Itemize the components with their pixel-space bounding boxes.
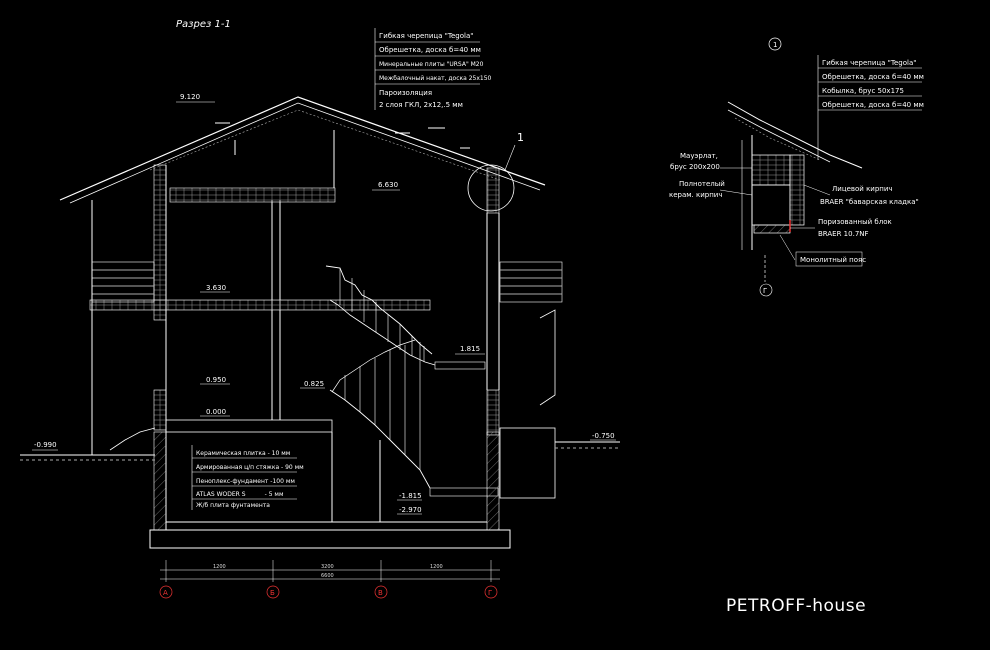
- floor-legend: Керамическая плитка - 10 мм Армированная…: [191, 445, 304, 510]
- floor-legend-0: Керамическая плитка - 10 мм: [196, 450, 290, 457]
- dim-2: 3200: [321, 564, 334, 570]
- floor-legend-3: ATLAS WODER S - 5 мм: [196, 491, 283, 498]
- dimension-chain: 1200 3200 1200 6600 А Б В Г: [159, 560, 500, 599]
- axis-v: В: [378, 589, 383, 597]
- roof-legend-5: 2 слоя ГКЛ, 2х12,.5 мм: [379, 101, 463, 109]
- detail-legend-2: Кобылка, брус 50х175: [822, 87, 904, 95]
- dim-total: 6600: [321, 573, 334, 579]
- belt-label: Монолитный пояс: [800, 256, 866, 264]
- ceramic-label-1: керам. кирпич: [669, 191, 722, 199]
- level-m2970: -2.970: [399, 506, 422, 514]
- floor-legend-2: Пеноплекс-фундамент -100 мм: [196, 478, 295, 485]
- level-m0750: -0.750: [592, 432, 615, 440]
- detail-legend-1: Обрешетка, доска б=40 мм: [822, 73, 924, 81]
- roof-legend-2: Минеральные плиты "URSA" М20: [379, 61, 484, 68]
- porous-label-0: Поризованный блок: [818, 218, 892, 226]
- section-title: Разрез 1-1: [176, 19, 231, 30]
- walls: [153, 130, 500, 530]
- roof-legend-3: Межбалочный накат, доска 25х150: [379, 75, 492, 82]
- floor-legend-4: Ж/б плита фунтамента: [196, 502, 270, 509]
- level-m1815: -1.815: [399, 492, 422, 500]
- level-0825: 0.825: [304, 380, 324, 388]
- level-1815: 1.815: [460, 345, 480, 353]
- level-6630: 6.630: [378, 181, 398, 189]
- detail-legend-0: Гибкая черепица "Tegola": [822, 59, 916, 67]
- roof-legend-4: Пароизоляция: [379, 89, 432, 97]
- roof: [59, 96, 546, 204]
- facing-label-1: BRAER "баварская кладка": [820, 198, 919, 206]
- foundation: [149, 427, 556, 549]
- porous-label-1: BRAER 10.7NF: [818, 230, 869, 238]
- level-9120: 9.120: [180, 93, 200, 101]
- level-0000: 0.000: [206, 408, 226, 416]
- facing-label-0: Лицевой кирпич: [832, 185, 893, 193]
- roof-legend: Гибкая черепица "Tegola" Обрешетка, доск…: [374, 28, 492, 110]
- roof-legend-0: Гибкая черепица "Tegola": [379, 32, 473, 40]
- mauerlat-label-0: Мауэрлат,: [680, 152, 718, 160]
- brand-text: PETROFF-house: [726, 596, 866, 616]
- floors: [89, 187, 499, 497]
- ground-lines: [20, 441, 620, 461]
- detail-marker: 1: [773, 41, 777, 49]
- node-number: 1: [517, 131, 524, 144]
- floor-legend-1: Армированная ц/п стяжка - 90 мм: [196, 464, 304, 471]
- roof-legend-1: Обрешетка, доска б=40 мм: [379, 46, 481, 54]
- railings: [91, 200, 563, 455]
- section-drawing: 9.120 6.630 3.630 1.815 0.950 0.825 0.00…: [20, 28, 620, 599]
- stairs: [109, 265, 436, 489]
- level-0950: 0.950: [206, 376, 226, 384]
- detail-axis: Г: [763, 287, 767, 295]
- axis-b: Б: [270, 589, 275, 597]
- dim-3: 1200: [430, 564, 443, 570]
- detail-callout: 1: [467, 131, 524, 212]
- detail-legend-3: Обрешетка, доска б=40 мм: [822, 101, 924, 109]
- axis-g: Г: [488, 589, 492, 597]
- axis-a: А: [163, 589, 168, 597]
- level-m0990: -0.990: [34, 441, 57, 449]
- ceramic-label-0: Полнотелый: [679, 180, 725, 188]
- detail-node-1: 1 Гибкая черепица "Tegola" Обрешетка, до…: [669, 37, 924, 297]
- level-markers: 9.120 6.630 3.630 1.815 0.950 0.825 0.00…: [32, 93, 616, 515]
- mauerlat-label-1: брус 200х200: [670, 163, 720, 171]
- dim-1: 1200: [213, 564, 226, 570]
- level-3630: 3.630: [206, 284, 226, 292]
